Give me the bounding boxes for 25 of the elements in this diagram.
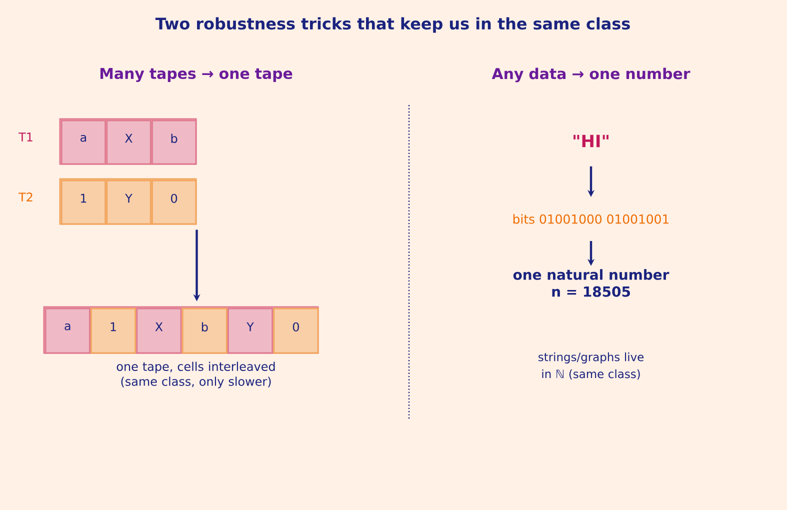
tape-cell: a [44, 308, 90, 354]
tape-cell: Y [227, 308, 274, 354]
tape-label: one tape, cells interleaved (same class, only slower) [116, 362, 275, 388]
tape [59, 118, 197, 165]
tape-cell: 1 [60, 180, 106, 225]
tape-cell: X [106, 120, 152, 165]
tape-cell: 1 [90, 308, 136, 354]
title: Two robustness tricks that keep us in the same class [155, 17, 630, 33]
section-heading: Many tapes → one tape [100, 68, 292, 82]
bit-string: bits 01001000 01001001 [513, 214, 669, 224]
tape-cell: X [136, 308, 182, 354]
note: strings/graphs live in ℕ (same class) [538, 352, 644, 380]
tape [43, 306, 319, 354]
tape-label: T1 [18, 132, 32, 142]
tape-cell: 0 [151, 180, 197, 225]
tape [59, 178, 197, 225]
quoted-string: "HI" [574, 134, 608, 148]
number-text: one natural number n = 18505 [513, 269, 670, 297]
tape-cell: Y [106, 180, 152, 225]
tape-cell: a [60, 120, 106, 165]
section-heading: Any data → one number [492, 68, 690, 82]
tape-cell: b [182, 308, 228, 354]
tape-label: T2 [18, 192, 32, 202]
tape-cell: b [151, 120, 197, 165]
tape-cell: 0 [273, 308, 319, 354]
